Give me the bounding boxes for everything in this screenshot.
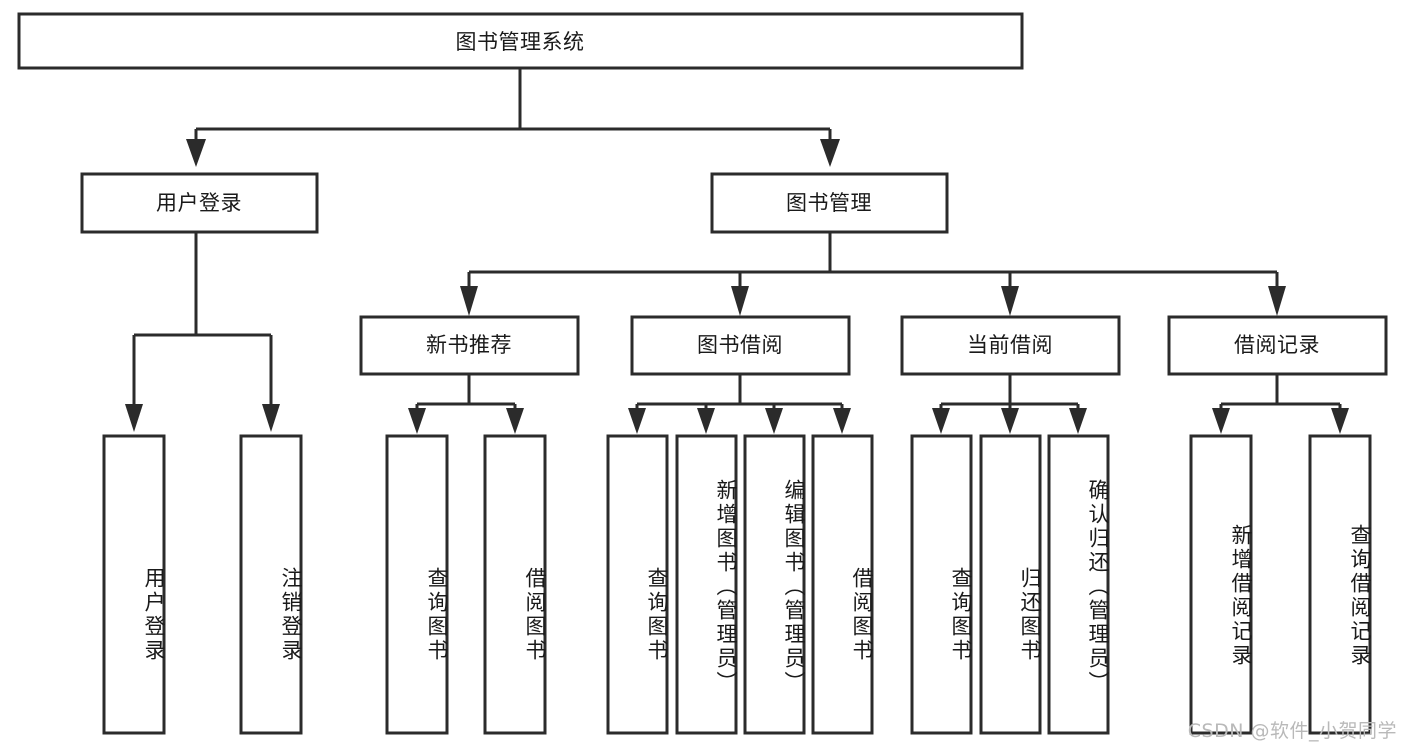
leaf-rect-user-login-1[interactable] [102,434,166,735]
arrowhead-bookmgmt [820,139,840,167]
node-borrow-record-rect[interactable] [1167,315,1388,376]
connector-group-bookborrow [628,375,851,434]
leaf-rect-current-borrow-2[interactable] [979,434,1042,735]
arrowhead-newbook-l1 [408,408,426,434]
node-root-label: 图书管理系统 [456,30,585,54]
arrowhead-bookborrow-l4 [833,408,851,434]
leaf-rect-borrow-record-1[interactable] [1189,434,1253,735]
leaf-rect-user-login-2[interactable] [239,434,303,735]
node-borrow-record-label: 借阅记录 [1234,333,1320,357]
leaf-rect-book-borrow-3[interactable] [743,434,806,735]
arrowhead-bookborrow-l2 [697,408,715,434]
node-user-login[interactable]: 用户登录 [80,172,319,234]
connector-group-root [186,68,840,167]
arrowhead-currentborrow [1001,286,1019,316]
arrowhead-userlogin-leaf1 [125,404,143,432]
leaf-rect-book-borrow-4[interactable] [811,434,874,735]
connector-group-userlogin [125,233,280,432]
leaf-rect-book-borrow-2[interactable] [675,434,738,735]
node-new-book-recommend-rect[interactable] [359,315,580,376]
csdn-watermark: CSDN @软件_小贺同学 [1187,720,1397,742]
arrowhead-currentborrow-l2 [1001,408,1019,434]
arrowhead-bookborrow [731,286,749,316]
node-new-book-recommend-label: 新书推荐 [426,333,512,357]
leaf-rect-new-book-1[interactable] [385,434,449,735]
node-root-rect[interactable] [17,12,1024,70]
node-current-borrow[interactable]: 当前借阅 [900,315,1121,376]
node-borrow-record[interactable]: 借阅记录 [1167,315,1388,376]
arrowhead-userlogin [186,139,206,167]
arrowhead-borrowrecord-l1 [1212,408,1230,434]
leaf-rect-current-borrow-3[interactable] [1047,434,1110,735]
arrowhead-currentborrow-l1 [932,408,950,434]
node-user-login-label: 用户登录 [156,191,242,215]
leaf-rect-borrow-record-2[interactable] [1308,434,1372,735]
node-book-management-label: 图书管理 [786,191,872,215]
leaf-rect-current-borrow-1[interactable] [910,434,973,735]
connector-group-borrowrecord [1212,375,1349,434]
node-root[interactable]: 图书管理系统 [17,12,1024,70]
arrowhead-bookborrow-l1 [628,408,646,434]
connector-group-newbook [408,375,524,434]
node-book-borrow-label: 图书借阅 [697,333,783,357]
leaf-rect-book-borrow-1[interactable] [606,434,669,735]
arrowhead-bookborrow-l3 [765,408,783,434]
node-book-management[interactable]: 图书管理 [710,172,949,234]
arrowhead-newbook-l2 [506,408,524,434]
arrowhead-borrowrecord [1268,286,1286,316]
arrowhead-currentborrow-l3 [1069,408,1087,434]
leaf-rect-new-book-2[interactable] [483,434,547,735]
node-book-management-rect[interactable] [710,172,949,234]
node-user-login-rect[interactable] [80,172,319,234]
node-book-borrow[interactable]: 图书借阅 [630,315,851,376]
arrowhead-newbook [460,286,478,316]
connector-group-bookmgmt [460,233,1286,316]
node-book-borrow-rect[interactable] [630,315,851,376]
connector-group-currentborrow [932,375,1087,434]
arrowhead-userlogin-leaf2 [262,404,280,432]
arrowhead-borrowrecord-l2 [1331,408,1349,434]
node-current-borrow-label: 当前借阅 [967,333,1053,357]
node-new-book-recommend[interactable]: 新书推荐 [359,315,580,376]
node-current-borrow-rect[interactable] [900,315,1121,376]
